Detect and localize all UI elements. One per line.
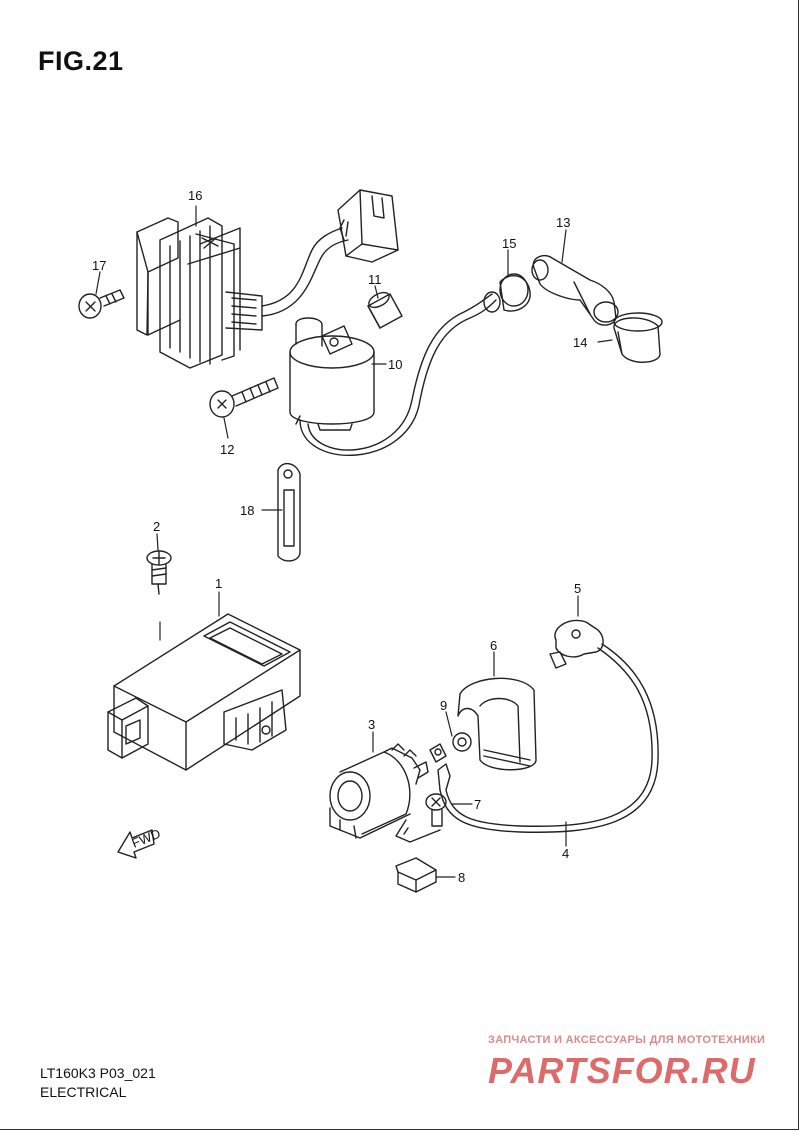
regulator-rectifier-drawing [136, 189, 399, 369]
callout-3: 3 [368, 717, 375, 732]
bolt-17-drawing [78, 289, 125, 319]
section-name: ELECTRICAL [40, 1084, 127, 1100]
strap-18-drawing [277, 463, 301, 562]
diagram-code: LT160K3 P03_021 [40, 1065, 156, 1081]
callout-1: 1 [215, 576, 222, 591]
callout-6: 6 [490, 638, 497, 653]
callout-2: 2 [153, 519, 160, 534]
plug-cap-13-drawing [531, 254, 619, 326]
figure-title: FIG.21 [38, 46, 124, 76]
screw-7-drawing [425, 793, 447, 827]
cdi-unit-drawing [107, 613, 301, 771]
watermark-logo: PARTSFOR.RU [488, 1050, 756, 1091]
callout-15: 15 [502, 236, 516, 251]
callout-7: 7 [474, 797, 481, 812]
callout-16: 16 [188, 188, 202, 203]
screw-2-drawing [146, 550, 172, 595]
fwd-arrow-icon: FWD [117, 826, 163, 859]
callout-5: 5 [574, 581, 581, 596]
callout-4: 4 [562, 846, 569, 861]
ignition-coil-drawing [289, 293, 497, 456]
clip-8-drawing [395, 857, 437, 893]
callout-18: 18 [240, 503, 254, 518]
leader-lines [95, 205, 613, 878]
watermark-tagline: ЗАПЧАСТИ И АКСЕССУАРЫ ДЛЯ МОТОТЕХНИКИ [488, 1034, 766, 1046]
callout-13: 13 [556, 215, 570, 230]
bolt-12-drawing [209, 377, 279, 418]
callout-11: 11 [368, 272, 382, 287]
relay-cover-drawing [457, 677, 537, 771]
callout-8: 8 [458, 870, 465, 885]
sleeve-11-drawing [367, 291, 403, 329]
starter-relay-drawing [329, 743, 429, 839]
cap-15-drawing [483, 273, 531, 313]
lead-wire-drawing [395, 619, 659, 843]
callout-numbers: 16 17 11 10 12 15 13 14 18 2 1 3 6 5 9 7… [92, 188, 587, 885]
nut-9-drawing [452, 732, 472, 752]
callout-14: 14 [573, 335, 587, 350]
callout-10: 10 [388, 357, 402, 372]
callout-12: 12 [220, 442, 234, 457]
callout-17: 17 [92, 258, 106, 273]
callout-9: 9 [440, 698, 447, 713]
cap-14-drawing [613, 312, 663, 363]
